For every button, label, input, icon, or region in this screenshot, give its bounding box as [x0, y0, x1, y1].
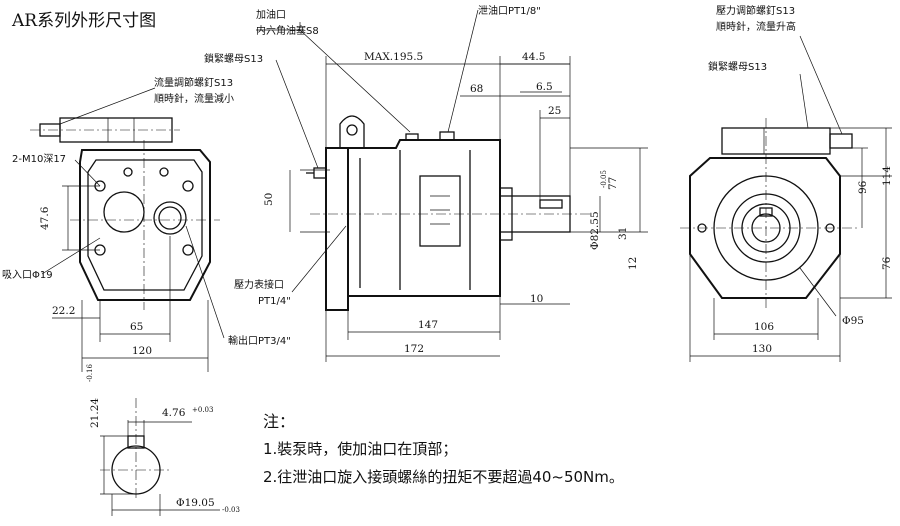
hex-plug-label: 内六角油塞S8 [256, 24, 319, 37]
dim-21-24: 21.24 [89, 398, 101, 428]
outlet-port-label: 輸出口PT3/4" [228, 334, 291, 347]
dim-114: 114 [881, 166, 893, 186]
bolt-hole [182, 180, 194, 192]
mounting-flange [325, 147, 349, 311]
pressure-control-block [721, 127, 831, 155]
dim-phi19-tol: -0.03 [222, 506, 240, 514]
suction-port-circle [103, 191, 145, 233]
note-line-1: 1.裝泵時，使加油口在頂部； [263, 440, 458, 458]
lifting-eye [339, 115, 365, 148]
dim-31: 31 [617, 227, 629, 240]
dim-50: 50 [263, 193, 275, 206]
dim-65: 65 [130, 321, 143, 333]
pressure-screw-label: 壓力调節螺釘S13 [716, 4, 795, 17]
fill-port-label: 加油口 [256, 8, 286, 21]
gauge-port-label: 壓力表接口 [234, 278, 284, 291]
body-window [419, 175, 461, 247]
bolt-hole [159, 167, 169, 177]
drain-port [439, 131, 455, 141]
notes-heading: 注： [263, 412, 296, 431]
dim-phi82: Φ82.55 [589, 211, 601, 250]
dim-147: 147 [418, 319, 438, 331]
dim-phi95: Φ95 [842, 315, 864, 327]
flow-screw-side [313, 167, 327, 179]
dim-21-24-tol: -0.16 [86, 364, 94, 382]
dim-130: 130 [752, 343, 772, 355]
gauge-thread-label: PT1/4" [258, 296, 291, 307]
shaft-key-detail [100, 398, 220, 516]
pump-body-front [79, 149, 211, 301]
dim-6-5: 6.5 [536, 81, 553, 93]
flow-direction-label: 順時針，流量減小 [154, 92, 234, 105]
drawing-title: AR系列外形尺寸图 [12, 11, 157, 31]
dim-120: 120 [132, 345, 152, 357]
dim-76: 76 [881, 256, 893, 270]
dim-max: MAX.195.5 [364, 51, 423, 63]
pressure-direction-label: 順時針，流量升高 [716, 20, 796, 33]
dim-77: 77 [607, 177, 619, 190]
side-view [256, 9, 648, 362]
dim-10: 10 [530, 293, 543, 305]
bolt-hole [182, 244, 194, 256]
drain-port-label: 泄油口PT1/8" [478, 4, 541, 17]
dim-phi19: Φ19.05 [176, 497, 215, 509]
dim-12: 12 [627, 257, 639, 270]
pressure-adjust-screw [829, 133, 853, 149]
flow-screw-label: 流量調節螺釘S13 [154, 76, 233, 89]
dim-22-2: 22.2 [52, 305, 75, 317]
fill-port [405, 133, 419, 141]
suction-port-label: 吸入口Φ19 [2, 270, 53, 281]
shaft-key [539, 199, 563, 209]
dim-96: 96 [857, 180, 869, 194]
pump-body-end [689, 157, 841, 299]
pump-body-side [347, 139, 501, 297]
dim-4-76: 4.76 [162, 407, 186, 419]
dim-44-5: 44.5 [522, 51, 545, 63]
dim-172: 172 [404, 343, 424, 355]
dimension-values: MAX.195.5 44.5 68 6.5 25 77 31 12 50 10 … [39, 51, 893, 514]
bolt-hole [123, 167, 133, 177]
dim-47-6: 47.6 [39, 206, 51, 230]
note-line-2: 2.往泄油口旋入接頭螺絲的扭矩不要超過40~50Nm。 [263, 468, 624, 486]
dim-phi82-tol: -0.05 [600, 170, 608, 188]
front-view [30, 87, 225, 372]
end-view [680, 35, 892, 362]
lock-nut-right-label: 鎖緊螺母S13 [708, 60, 767, 73]
annotation-labels: 加油口 内六角油塞S8 泄油口PT1/8" 壓力调節螺釘S13 順時針，流量升高… [2, 4, 796, 347]
lock-nut-left-label: 鎖緊螺母S13 [204, 52, 263, 65]
dim-4-76-tol: +0.03 [192, 406, 213, 414]
dim-25: 25 [548, 105, 561, 117]
outlet-port-circle [153, 201, 187, 235]
dim-68: 68 [470, 83, 483, 95]
dim-106: 106 [754, 321, 774, 333]
m10-hole-label: 2-M10深17 [12, 153, 66, 165]
